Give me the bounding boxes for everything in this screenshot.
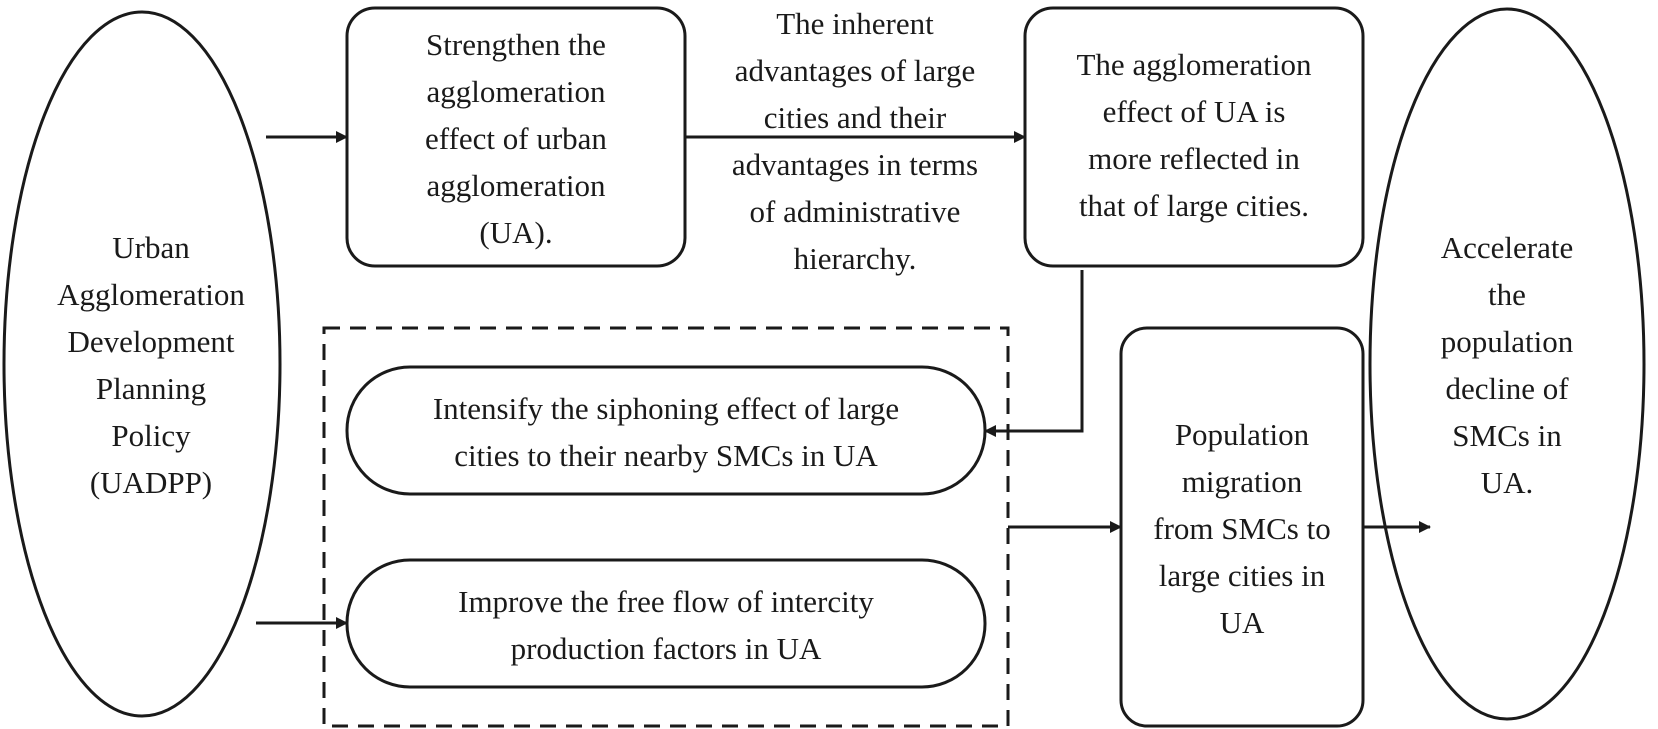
dashed-group-box [322, 326, 1010, 728]
accelerate-ellipse [1368, 7, 1646, 721]
strengthen-label: Strengthen the agglomeration effect of u… [425, 26, 607, 250]
ua-effect-label: The agglomeration effect of UA is more r… [1076, 47, 1312, 223]
arrow-effect-to-siphoning [984, 270, 1084, 437]
migration-label: Population migration from SMCs to large … [1153, 416, 1331, 640]
accelerate-label: Accelerate the population decline of SMC… [1440, 230, 1574, 500]
free-flow-label: Improve the free flow of intercity produ… [458, 584, 874, 666]
inherent-advantages-label: The inherent advantages of large cities … [731, 6, 979, 276]
siphoning-label: Intensify the siphoning effect of large … [432, 391, 900, 473]
uadpp-label: Urban Agglomeration Development Planning… [57, 230, 245, 500]
uadpp-ellipse [2, 10, 282, 718]
